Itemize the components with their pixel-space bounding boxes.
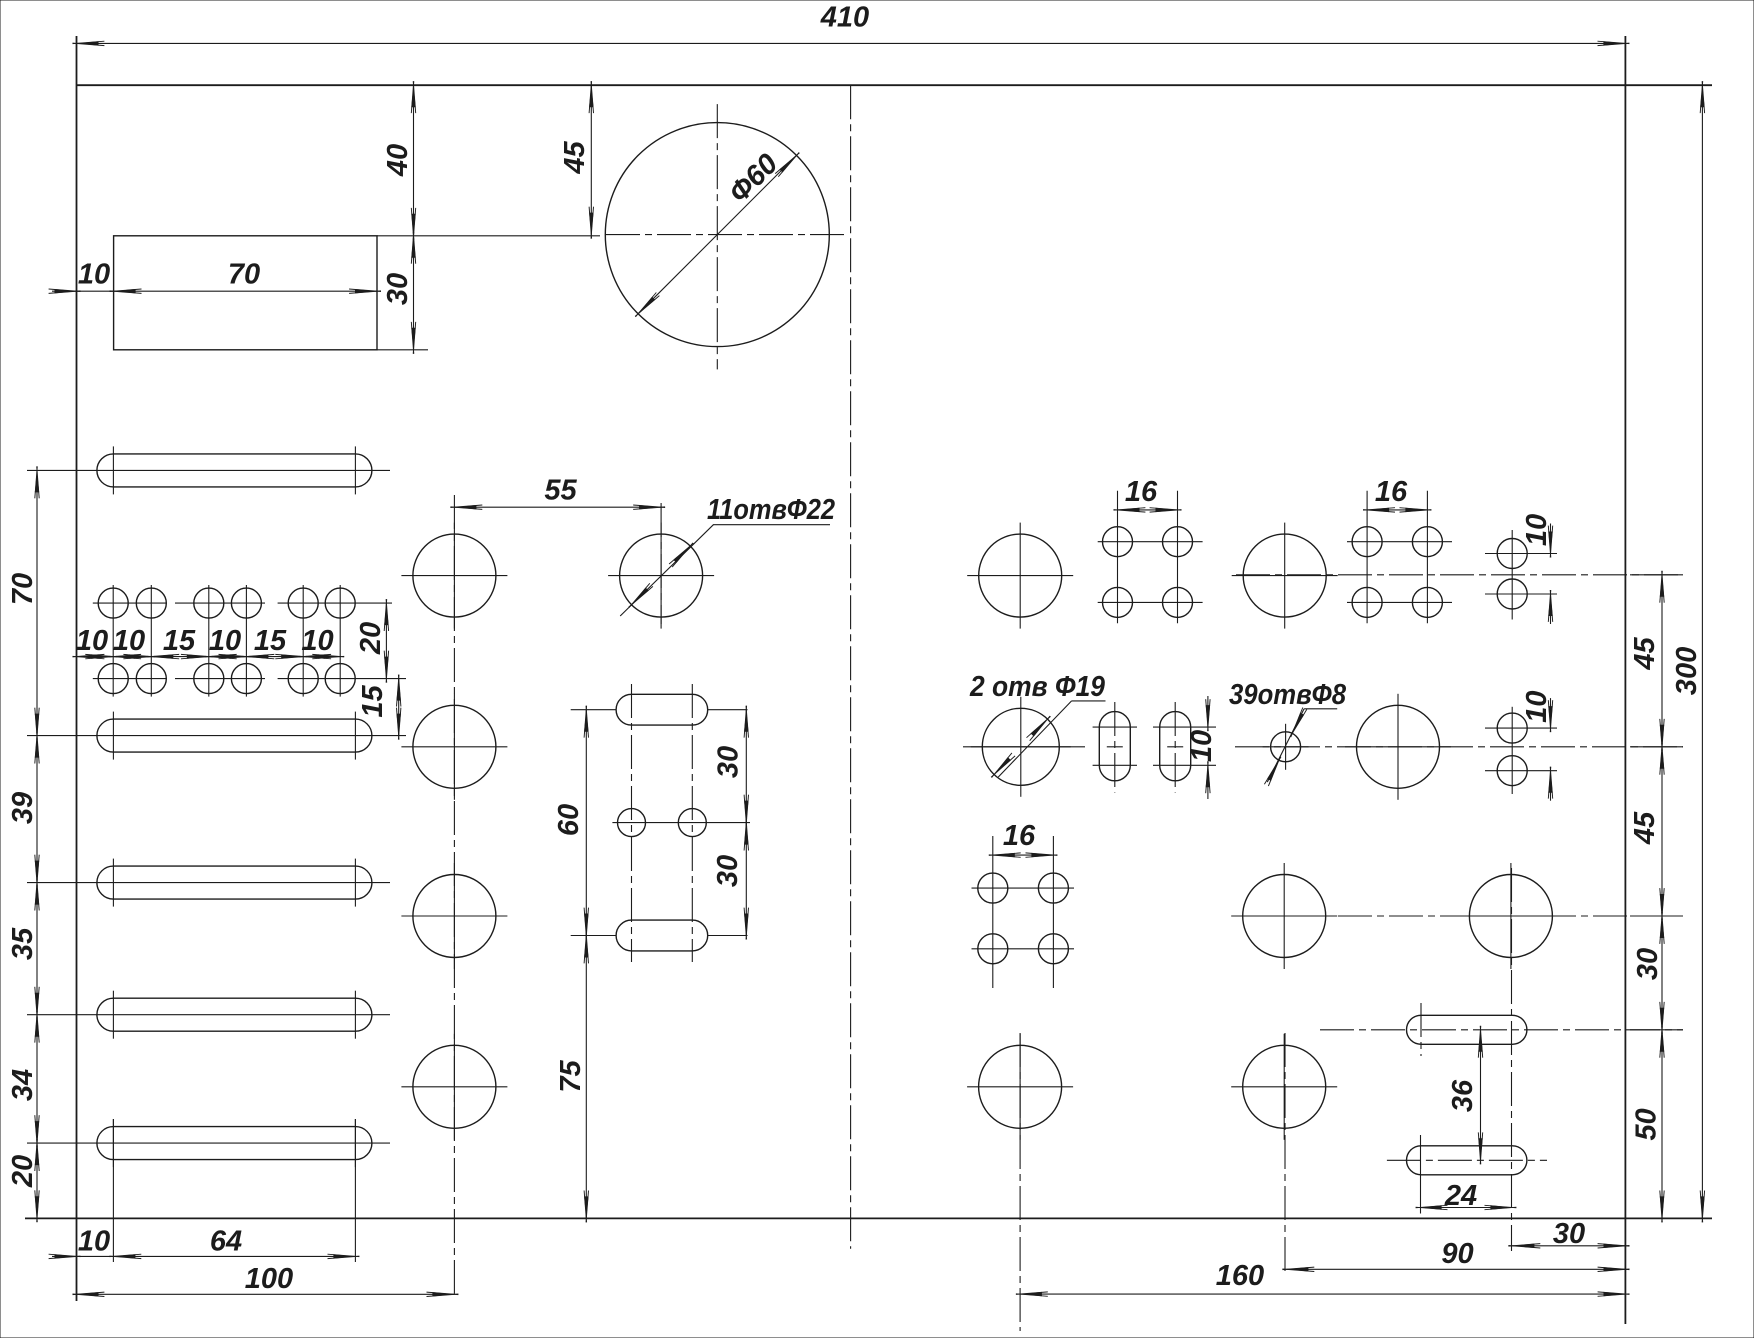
svg-text:75: 75: [555, 1060, 587, 1093]
svg-text:70: 70: [7, 573, 39, 605]
svg-text:70: 70: [228, 259, 260, 291]
svg-text:10: 10: [1521, 691, 1553, 723]
svg-text:30: 30: [1632, 948, 1664, 980]
svg-text:15: 15: [254, 625, 287, 657]
svg-text:50: 50: [1631, 1108, 1663, 1140]
svg-text:35: 35: [7, 927, 39, 960]
svg-text:90: 90: [1441, 1238, 1473, 1270]
svg-text:24: 24: [1444, 1180, 1477, 1212]
svg-text:39: 39: [7, 792, 39, 824]
svg-text:10: 10: [78, 1226, 110, 1258]
svg-text:45: 45: [1629, 811, 1661, 845]
svg-text:160: 160: [1216, 1260, 1264, 1292]
svg-text:45: 45: [559, 141, 591, 175]
svg-text:Ф60: Ф60: [723, 148, 784, 209]
svg-text:16: 16: [1375, 476, 1408, 508]
svg-text:11отвФ22: 11отвФ22: [707, 494, 835, 526]
svg-text:34: 34: [7, 1069, 39, 1101]
svg-text:100: 100: [245, 1263, 293, 1295]
svg-text:20: 20: [355, 622, 387, 655]
svg-text:15: 15: [163, 625, 196, 657]
svg-text:55: 55: [544, 475, 577, 507]
svg-text:30: 30: [712, 855, 744, 887]
svg-text:300: 300: [1671, 647, 1703, 695]
svg-text:64: 64: [210, 1226, 242, 1258]
svg-text:60: 60: [553, 804, 585, 836]
svg-text:410: 410: [820, 2, 869, 34]
svg-text:10: 10: [1186, 730, 1218, 762]
svg-text:10: 10: [209, 625, 241, 657]
svg-text:40: 40: [382, 144, 414, 177]
svg-text:10: 10: [78, 259, 110, 291]
svg-text:36: 36: [1447, 1079, 1479, 1112]
svg-text:30: 30: [1553, 1218, 1585, 1250]
svg-text:16: 16: [1003, 820, 1036, 852]
svg-text:39отвФ8: 39отвФ8: [1229, 679, 1347, 711]
svg-text:10: 10: [76, 625, 108, 657]
svg-text:16: 16: [1125, 476, 1158, 508]
svg-text:20: 20: [7, 1155, 39, 1188]
svg-text:10: 10: [301, 625, 333, 657]
svg-text:2 отв Ф19: 2 отв Ф19: [969, 671, 1105, 703]
svg-text:15: 15: [357, 685, 389, 718]
svg-text:10: 10: [1521, 514, 1553, 546]
svg-text:10: 10: [113, 625, 145, 657]
svg-text:30: 30: [382, 273, 414, 305]
svg-text:45: 45: [1629, 637, 1661, 671]
svg-text:30: 30: [713, 746, 745, 778]
